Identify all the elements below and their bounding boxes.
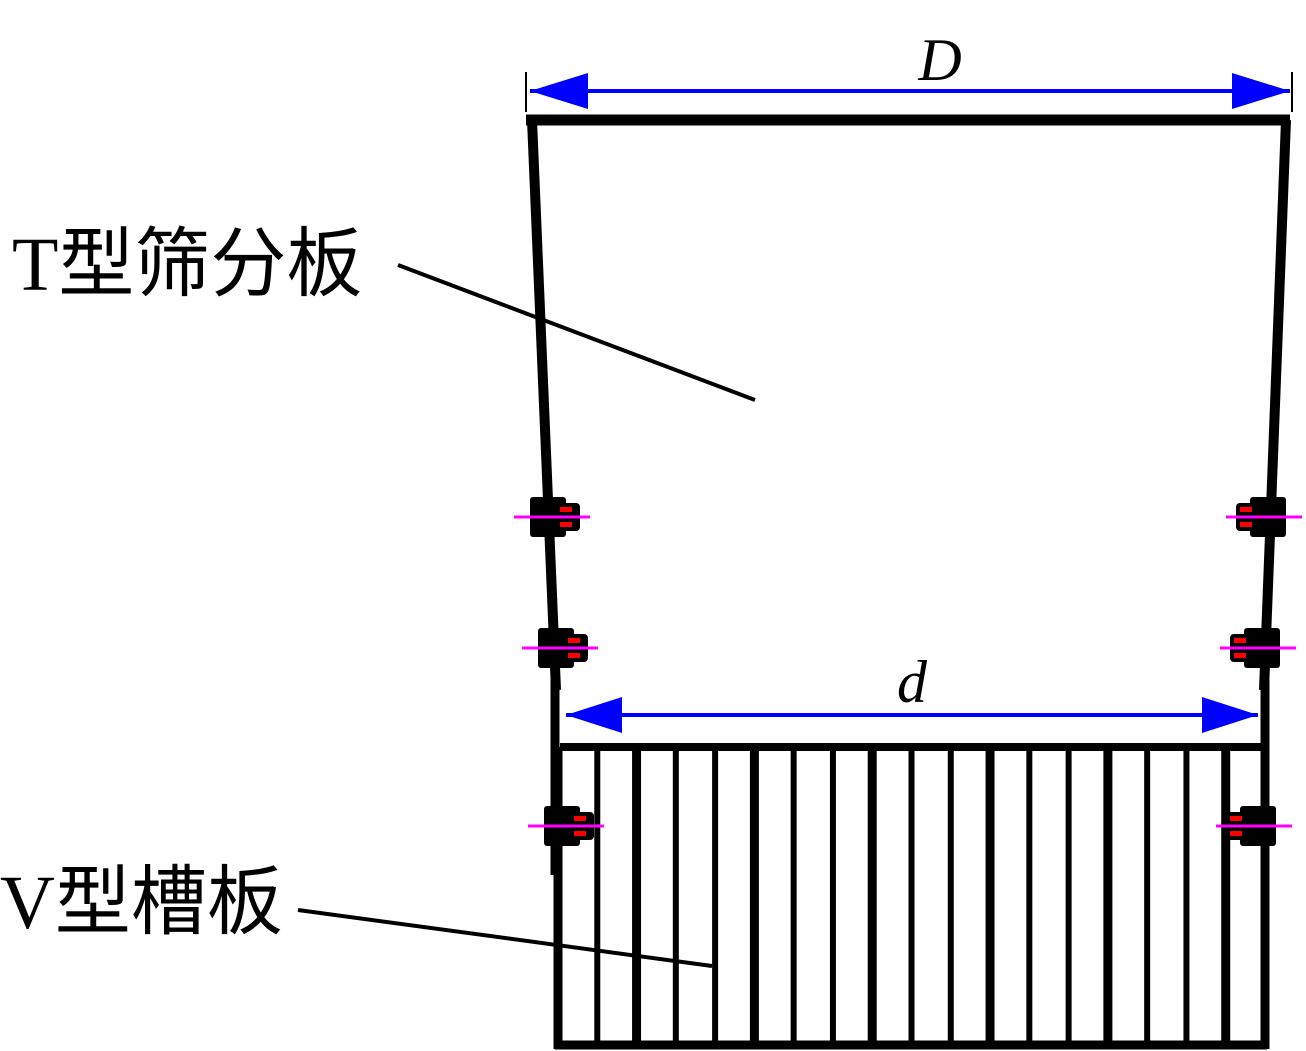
arrow-right-icon [1232,73,1290,109]
bolt-icon [1226,497,1302,537]
bolt-icon [522,628,598,668]
v-plate [553,743,1270,1050]
bolt-group [514,497,1302,846]
bolt-icon [1220,628,1296,668]
v-plate-label: V型槽板 [0,861,283,945]
v-plate-leader-line [297,908,713,968]
dimension-d: d [566,649,1258,733]
dimension-d-label: d [897,649,928,715]
dimension-D: D [525,27,1293,112]
t-plate-label: T型筛分板 [12,223,362,307]
bolt-icon [1216,806,1292,846]
arrow-right-icon [1202,697,1258,733]
bolt-icon [514,497,590,537]
dimension-D-label: D [917,27,961,93]
arrow-left-icon [566,697,622,733]
bolt-icon [528,806,604,846]
arrow-left-icon [530,73,588,109]
t-plate-leader-line [397,263,756,402]
